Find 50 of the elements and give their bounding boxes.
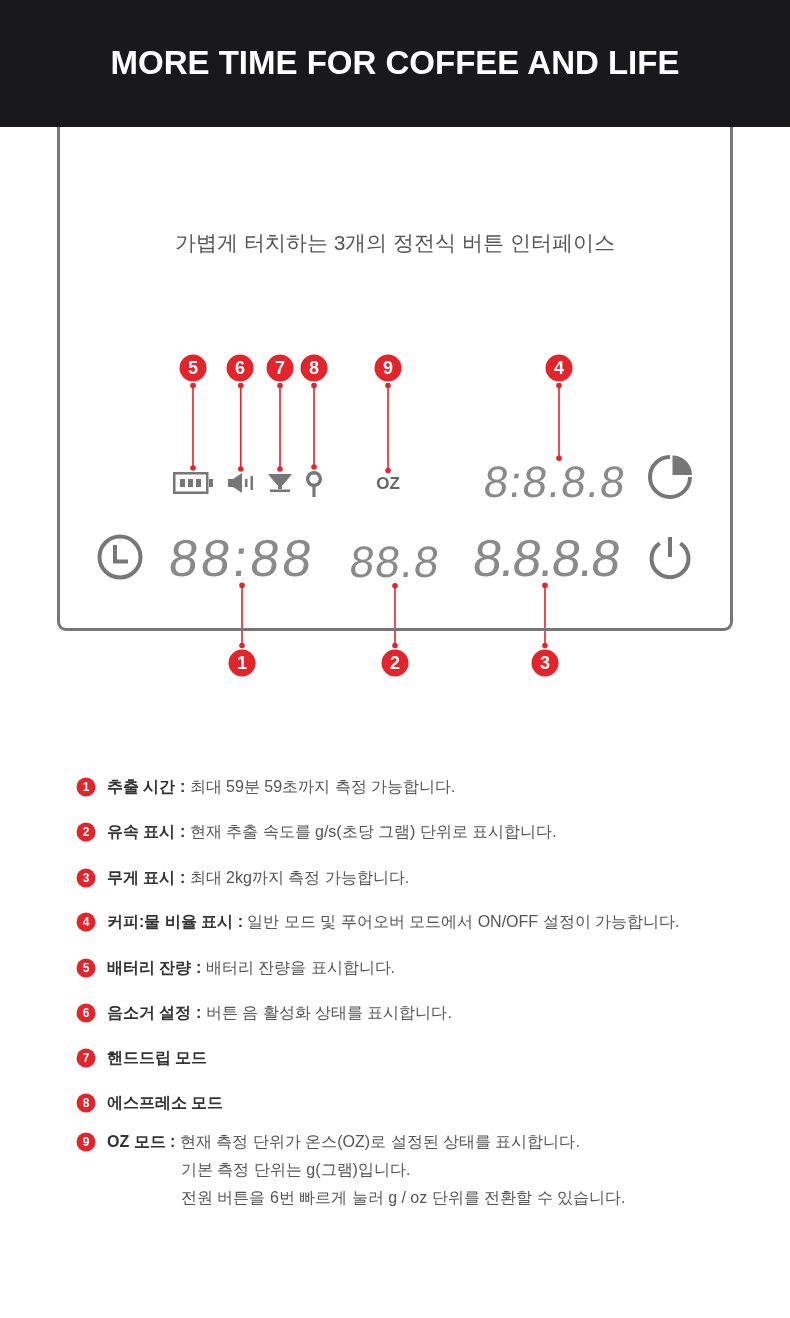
number-bullet: 7 — [76, 1048, 96, 1068]
digit-readout: 8:8.8.8 — [481, 462, 629, 502]
description-text: 무게 표시 : 최대 2kg까지 측정 가능합니다. — [107, 868, 410, 888]
number-bullet: 9 — [76, 1132, 96, 1152]
callout-number: 1 — [228, 649, 256, 677]
description-text: 음소거 설정 : 버튼 음 활성화 상태를 표시합니다. — [107, 1003, 452, 1023]
number-bullet: 8 — [76, 1093, 96, 1113]
callout-number: 5 — [179, 354, 207, 382]
leader-line — [556, 382, 562, 461]
number-bullet: 5 — [76, 958, 96, 978]
callout-number: 6 — [226, 354, 254, 382]
callout-number: 7 — [266, 354, 294, 382]
number-bullet: 4 — [76, 912, 96, 932]
number-bullet: 1 — [76, 777, 96, 797]
panel-caption: 가볍게 터치하는 3개의 정전식 버튼 인터페이스 — [175, 230, 615, 256]
digit-readout: 88.8 — [347, 542, 443, 582]
leader-line — [311, 382, 317, 470]
leader-line — [542, 582, 548, 649]
description-text: 커피:물 비율 표시 : 일반 모드 및 푸어오버 모드에서 ON/OFF 설정이 가능합니다. — [107, 912, 680, 932]
callout-number: 3 — [531, 649, 559, 677]
callout-number: 4 — [545, 354, 573, 382]
page-title: MORE TIME FOR COFFEE AND LIFE — [110, 44, 680, 82]
callout-number: 9 — [374, 354, 402, 382]
leader-line — [239, 582, 245, 649]
number-bullet: 2 — [76, 822, 96, 842]
leader-line — [190, 382, 196, 471]
leader-line — [237, 382, 244, 472]
description-text: 기본 측정 단위는 g(그램)입니다. — [181, 1160, 411, 1180]
battery-icon — [173, 472, 213, 494]
speaker-icon — [228, 473, 254, 493]
callout-number: 8 — [300, 354, 328, 382]
item-heading: 에스프레소 모드 — [107, 1093, 224, 1113]
description-text: 유속 표시 : 현재 추출 속도를 g/s(초당 그램) 단위로 표시합니다. — [107, 822, 557, 842]
digit-readout: 8.8.8.8 — [470, 534, 622, 582]
description-text: 전원 버튼을 6번 빠르게 눌러 g / oz 단위를 전환할 수 있습니다. — [181, 1188, 626, 1208]
portafilter-icon — [304, 471, 324, 497]
leader-line — [277, 382, 283, 472]
description-text: OZ 모드 : 현재 측정 단위가 온스(OZ)로 설정된 상태를 표시합니다. — [107, 1132, 580, 1152]
callout-number: 2 — [381, 649, 409, 677]
number-bullet: 3 — [76, 868, 96, 888]
dripper-icon — [268, 473, 292, 493]
number-bullet: 6 — [76, 1003, 96, 1023]
display-panel — [57, 127, 733, 631]
leader-line — [392, 583, 398, 649]
description-text: 추출 시간 : 최대 59분 59초까지 측정 가능합니다. — [107, 777, 456, 797]
item-heading: 핸드드립 모드 — [107, 1048, 208, 1068]
unit-indicator: OZ — [376, 474, 400, 492]
leader-line — [385, 382, 391, 474]
digit-readout: 88:88 — [166, 534, 318, 582]
description-text: 배터리 잔량 : 배터리 잔량을 표시합니다. — [107, 958, 395, 978]
